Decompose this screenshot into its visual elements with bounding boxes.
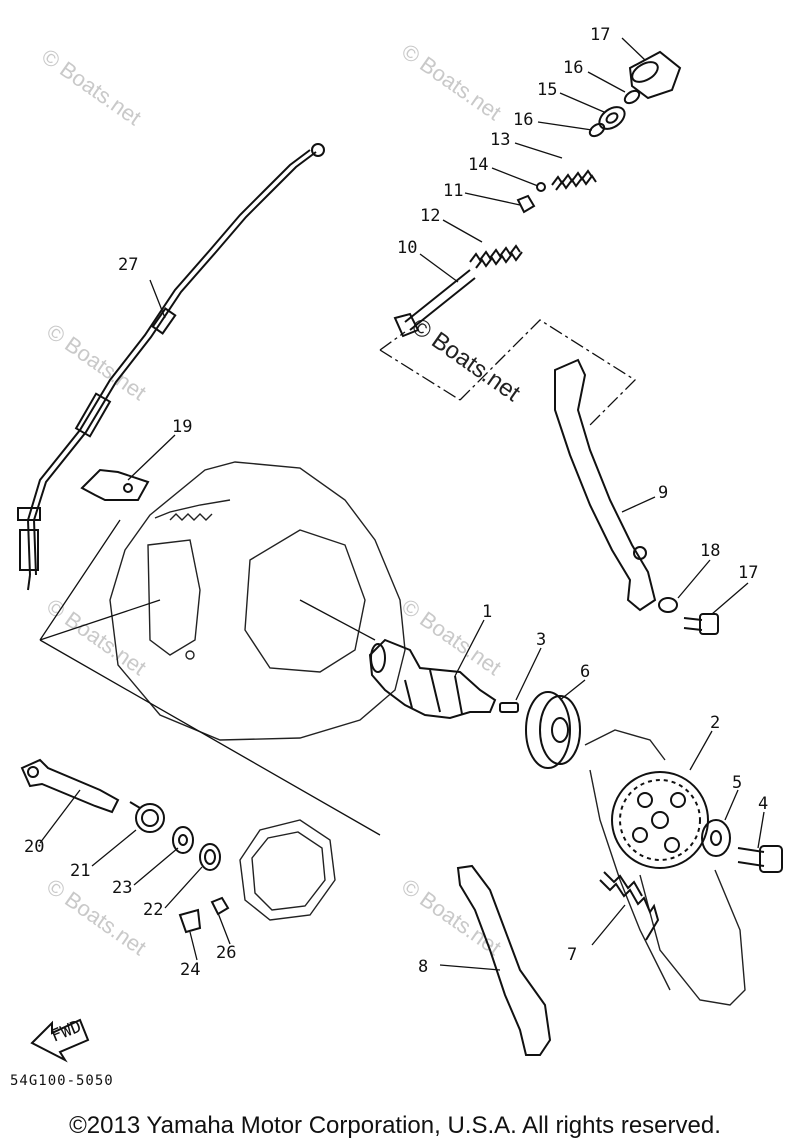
part-labels: 17 16 15 16 13 14 11 12 10 27 19 9 18 17… [24,25,768,980]
label-2: 2 [710,713,720,733]
part-16-oring-lower [588,122,606,138]
part-14-ball [536,182,546,192]
watermark: © Boats.net [42,594,151,681]
diagram-code: 54G100-5050 [10,1073,114,1089]
part-10-rod [393,269,476,338]
label-7: 7 [567,945,577,965]
part-8-guide [456,864,552,1056]
watermark: © Boats.net [37,44,146,131]
part-6-cam-hub [525,691,581,769]
label-4: 4 [758,794,768,814]
part-18-bolt [683,613,719,635]
part-23-seal [199,843,221,871]
label-6: 6 [580,662,590,682]
part-7-chain [599,871,660,941]
part-21-shaft [20,758,120,814]
part-25-screw [178,908,202,934]
part-3-pin [499,702,519,713]
part-19-washer [658,597,678,613]
watermark: © Boats.net [42,874,151,961]
part-22-spring [129,801,165,833]
label-8: 8 [418,957,428,977]
label-11: 11 [443,181,463,201]
label-5: 5 [732,773,742,793]
part-16-oring-upper [623,89,641,105]
crankcase-outline [109,461,406,741]
label-13: 13 [490,130,510,150]
label-18: 17 [738,563,758,583]
watermark: © Boats.net [397,39,506,126]
part-9-arm [554,358,657,612]
label-24: 23 [112,878,132,898]
label-22: 21 [70,861,90,881]
watermark: © Boats.net [42,319,151,406]
part-5-washer [701,819,731,857]
part-27-cable [17,143,325,591]
label-15: 15 [537,80,557,100]
copyright-notice: ©2013 Yamaha Motor Corporation, U.S.A. A… [69,1112,721,1139]
label-23: 22 [143,900,163,920]
label-12: 12 [420,206,440,226]
label-10: 10 [397,238,417,258]
part-24-washer [172,826,194,854]
label-27: 27 [118,255,138,275]
watermark-center: © Boats.net [407,313,526,407]
leader-lines [39,37,765,971]
side-cover-outline [239,819,336,921]
label-16-upper: 16 [563,58,583,78]
label-1: 1 [482,602,492,622]
part-1-camshaft [368,638,497,720]
part-15-bushing [598,106,626,130]
label-9: 9 [658,483,668,503]
label-16-lower: 16 [513,110,533,130]
part-12-spring [469,244,523,269]
label-21: 20 [24,837,44,857]
part-13-spring [551,169,597,191]
part-26-nut [210,896,230,916]
label-14: 14 [468,155,488,175]
fwd-arrow: FWD [30,1017,90,1063]
label-20: 19 [172,417,192,437]
part-20-bracket [80,468,150,501]
label-26: 26 [216,943,236,963]
label-25: 24 [180,960,200,980]
part-4-bolt [737,845,783,873]
label-3: 3 [536,630,546,650]
part-2-sprocket [611,771,709,869]
part-17-cap [628,50,682,100]
part-11-nut [516,194,536,214]
label-17: 17 [590,25,610,45]
label-19: 18 [700,541,720,561]
